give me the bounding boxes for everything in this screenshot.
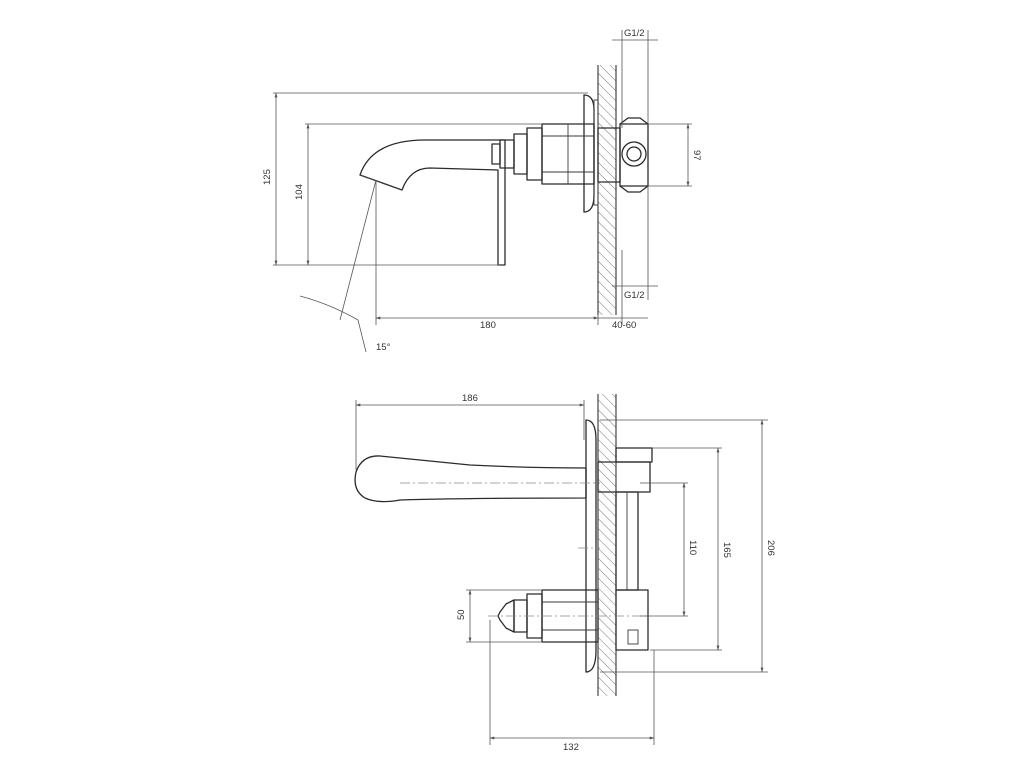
handle-bottom — [488, 589, 650, 643]
connection-fitting-top — [597, 117, 649, 193]
wall-section-top — [597, 65, 617, 315]
dim-125: 125 — [262, 169, 273, 185]
dim-132: 132 — [563, 742, 579, 753]
mixer-body-top — [491, 123, 595, 185]
dim-104: 104 — [294, 184, 305, 200]
wall-section-bottom — [597, 394, 617, 696]
bottom-view: 186 206 165 110 50 132 — [354, 393, 776, 753]
dim-40-60: 40-60 — [612, 320, 636, 331]
dim-50: 50 — [456, 609, 467, 620]
escutcheon-plate-bottom — [585, 419, 597, 673]
dimensions-bottom — [355, 400, 768, 745]
escutcheon-plate-top — [583, 94, 599, 213]
dim-g12-top: G1/2 — [624, 28, 645, 39]
dim-180: 180 — [480, 320, 496, 331]
dimensions-top — [273, 30, 692, 353]
top-view: 125 104 180 40-60 G1/2 G1/2 97 15° — [262, 28, 702, 353]
concealed-body-bottom — [578, 447, 653, 651]
spout-top — [359, 139, 506, 266]
spout-bottom — [354, 455, 600, 503]
dim-110: 110 — [687, 540, 698, 555]
dim-g12-bottom: G1/2 — [624, 290, 645, 301]
dim-97: 97 — [691, 150, 702, 161]
dim-206: 206 — [765, 540, 776, 556]
dim-186: 186 — [462, 393, 478, 404]
dim-165: 165 — [721, 542, 732, 558]
dim-15-degrees: 15° — [376, 342, 391, 353]
